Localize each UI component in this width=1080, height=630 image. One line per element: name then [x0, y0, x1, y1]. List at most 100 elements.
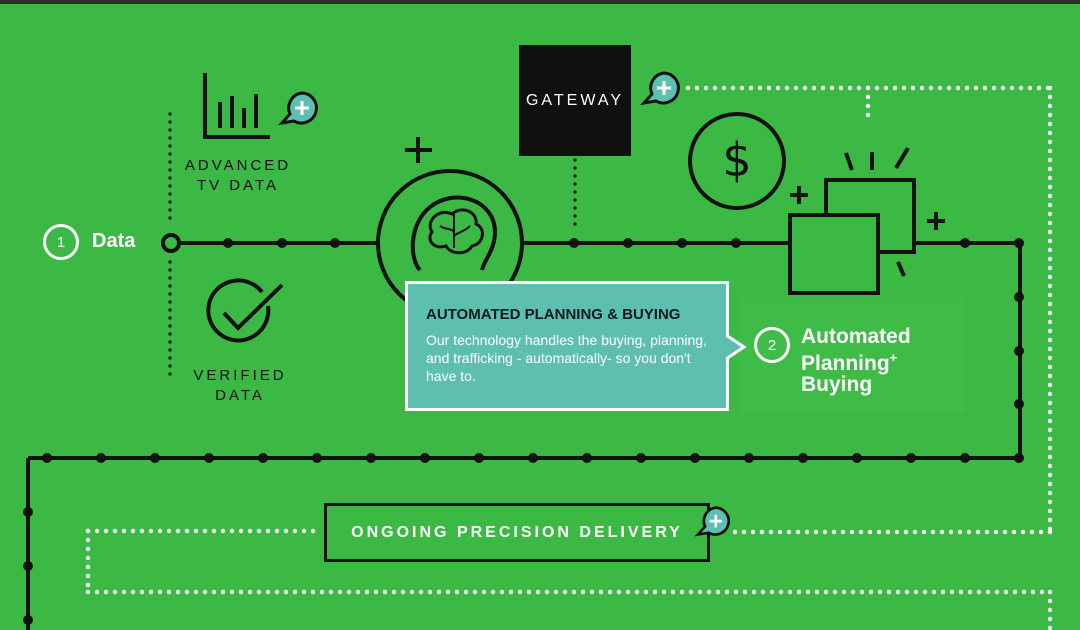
- dot: [1047, 94, 1053, 100]
- dot: [703, 85, 709, 91]
- dot: [571, 589, 577, 595]
- step-2-label-line: Automated: [801, 325, 911, 348]
- dot: [168, 308, 172, 312]
- dot: [193, 528, 199, 534]
- dot: [949, 589, 955, 595]
- dot: [544, 589, 550, 595]
- dot: [598, 589, 604, 595]
- dot: [778, 589, 784, 595]
- start-node: [161, 233, 181, 253]
- dot: [984, 529, 990, 535]
- dot: [652, 589, 658, 595]
- step-2-label-line: Planning: [801, 352, 890, 375]
- dot: [157, 528, 163, 534]
- dot: [742, 589, 748, 595]
- dot: [1047, 328, 1053, 334]
- dot: [1047, 418, 1053, 424]
- dot: [865, 94, 871, 100]
- dot: [292, 528, 298, 534]
- dot: [573, 158, 577, 162]
- dot: [832, 589, 838, 595]
- dot: [85, 528, 91, 534]
- dot: [1036, 85, 1042, 91]
- dot: [867, 529, 873, 535]
- dot: [247, 589, 253, 595]
- caption-line: ADVANCED: [184, 157, 292, 174]
- dot: [418, 589, 424, 595]
- dot: [852, 453, 862, 463]
- ad-squares-icon: [788, 146, 916, 295]
- check-circle-icon: [206, 278, 284, 343]
- dot: [168, 192, 172, 196]
- dot: [121, 528, 127, 534]
- dot: [798, 453, 808, 463]
- dot: [721, 85, 727, 91]
- dot: [1047, 211, 1053, 217]
- dot: [168, 284, 172, 288]
- dot: [804, 529, 810, 535]
- dot: [274, 589, 280, 595]
- dot: [1027, 85, 1033, 91]
- dot: [573, 182, 577, 186]
- dot: [994, 589, 1000, 595]
- dot: [1047, 139, 1053, 145]
- dot: [895, 589, 901, 595]
- dot: [904, 589, 910, 595]
- dot: [283, 589, 289, 595]
- dot: [1011, 529, 1017, 535]
- delivery-loop: [85, 85, 1053, 630]
- dot: [580, 589, 586, 595]
- dot: [694, 85, 700, 91]
- dot: [912, 529, 918, 535]
- dollar-circle: [688, 112, 786, 210]
- dot: [168, 176, 172, 180]
- dot: [277, 238, 287, 248]
- dot: [175, 589, 181, 595]
- dot: [1047, 382, 1053, 388]
- dot: [685, 85, 691, 91]
- dot: [168, 292, 172, 296]
- plus-bubble-icon[interactable]: [694, 505, 734, 539]
- dot: [766, 85, 772, 91]
- dot: [454, 589, 460, 595]
- dot: [184, 528, 190, 534]
- dot: [910, 85, 916, 91]
- dot: [1014, 453, 1024, 463]
- dot: [921, 529, 927, 535]
- dot: [265, 589, 271, 595]
- dot: [211, 528, 217, 534]
- dot: [1047, 238, 1053, 244]
- delivery-label: ONGOING PRECISION DELIVERY: [351, 523, 683, 541]
- dot: [168, 372, 172, 376]
- dot: [823, 589, 829, 595]
- dot: [1047, 625, 1053, 630]
- dot: [1047, 103, 1053, 109]
- plus-bubble-icon[interactable]: [278, 90, 322, 128]
- dot: [1047, 121, 1053, 127]
- dot: [328, 589, 334, 595]
- dot: [877, 589, 883, 595]
- dot: [733, 589, 739, 595]
- dot: [420, 453, 430, 463]
- dot: [292, 589, 298, 595]
- dot: [1047, 355, 1053, 361]
- dot: [919, 85, 925, 91]
- dot: [858, 529, 864, 535]
- plus-bubble-icon[interactable]: [640, 70, 684, 108]
- dot: [526, 589, 532, 595]
- dot: [894, 529, 900, 535]
- dot: [193, 589, 199, 595]
- dot: [346, 589, 352, 595]
- dot: [850, 589, 856, 595]
- dot: [1047, 292, 1053, 298]
- dot: [166, 528, 172, 534]
- dot: [690, 453, 700, 463]
- dot: [1047, 529, 1053, 535]
- dot: [688, 589, 694, 595]
- dot: [768, 529, 774, 535]
- dot: [1047, 499, 1053, 505]
- dot: [811, 85, 817, 91]
- dot: [211, 589, 217, 595]
- dot: [964, 85, 970, 91]
- dot: [732, 529, 738, 535]
